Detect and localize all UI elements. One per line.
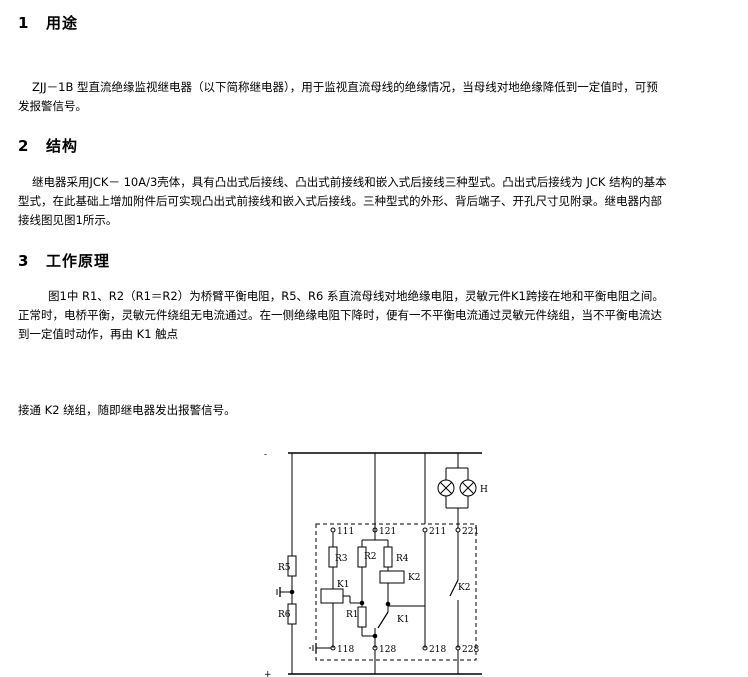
- label-terminal-221: 221: [462, 527, 479, 537]
- relay-coil-k1: [320, 588, 344, 604]
- section-2-number: 2: [18, 137, 30, 155]
- label-r5: R5: [278, 563, 291, 573]
- section-1-title: 用途: [46, 14, 79, 32]
- label-coil-k1: K1: [337, 580, 349, 590]
- section-1-line-1: ZJJ－1B 型直流绝缘监视继电器（以下简称继电器），用于监视直流母线的绝缘情况…: [32, 80, 658, 94]
- label-lamp-h: H: [480, 485, 488, 495]
- section-3-line-4: 接通 K2 绕组，随即继电器发出报警信号。: [18, 403, 236, 417]
- section-3-line-1: 图1中 R1、R2（R1＝R2）为桥臂平衡电阻，R5、R6 系直流母线对地绝缘电…: [48, 289, 664, 303]
- section-1-number: 1: [18, 14, 30, 32]
- terminal-218: [422, 645, 428, 651]
- section-2-heading: 2 结构: [18, 135, 78, 156]
- section-2-line-3: 接线图见图1所示。: [18, 213, 118, 227]
- contact-k1: [377, 611, 389, 629]
- label-terminal-211: 211: [429, 527, 446, 537]
- label-terminal-128: 128: [379, 645, 396, 655]
- section-3-number: 3: [18, 252, 30, 270]
- label-r3: R3: [335, 554, 348, 564]
- label-r1: R1: [346, 610, 359, 620]
- section-2-title: 结构: [46, 137, 79, 155]
- label-r4: R4: [396, 554, 409, 564]
- terminal-111: [330, 527, 336, 533]
- section-1-heading: 1 用途: [18, 12, 78, 33]
- relay-enclosure: [315, 523, 477, 661]
- relay-coil-k2: [379, 570, 405, 584]
- resistor-r4: [383, 546, 393, 568]
- label-r2: R2: [364, 552, 377, 562]
- terminal-211: [422, 527, 428, 533]
- label-contact-k1: K1: [397, 615, 409, 625]
- terminal-221: [455, 527, 461, 533]
- label-terminal-111: 111: [337, 527, 354, 537]
- label-contact-k2: K2: [458, 583, 470, 593]
- label-terminal-228: 228: [462, 645, 479, 655]
- label-coil-k2: K2: [408, 573, 420, 583]
- section-3-title: 工作原理: [46, 252, 111, 270]
- section-3-line-2: 正常时，电桥平衡，灵敏元件绕组无电流通过。在一侧绝缘电阻下降时，便有一不平衡电流…: [18, 308, 662, 322]
- label-terminal-121: 121: [379, 527, 396, 537]
- section-2-line-2: 型式，在此基础上增加附件后可实现凸出式前接线和嵌入式后接线。三种型式的外形、背后…: [18, 194, 662, 208]
- label-terminal-218: 218: [429, 645, 446, 655]
- section-1-line-2: 发报警信号。: [18, 99, 87, 113]
- label-r6: R6: [278, 610, 291, 620]
- section-2-line-1: 继电器采用JCK－ 10A/3壳体，具有凸出式后接线、凸出式前接线和嵌入式后接线…: [32, 175, 667, 189]
- bus-plus-label: +: [264, 670, 272, 677]
- bus-minus-label: -: [264, 450, 267, 460]
- contact-k2: [449, 579, 459, 597]
- resistor-r1: [357, 606, 367, 628]
- section-3-line-3: 到一定值时动作，再由 K1 触点: [18, 327, 179, 341]
- label-terminal-118: 118: [337, 645, 354, 655]
- section-3-heading: 3 工作原理: [18, 250, 110, 271]
